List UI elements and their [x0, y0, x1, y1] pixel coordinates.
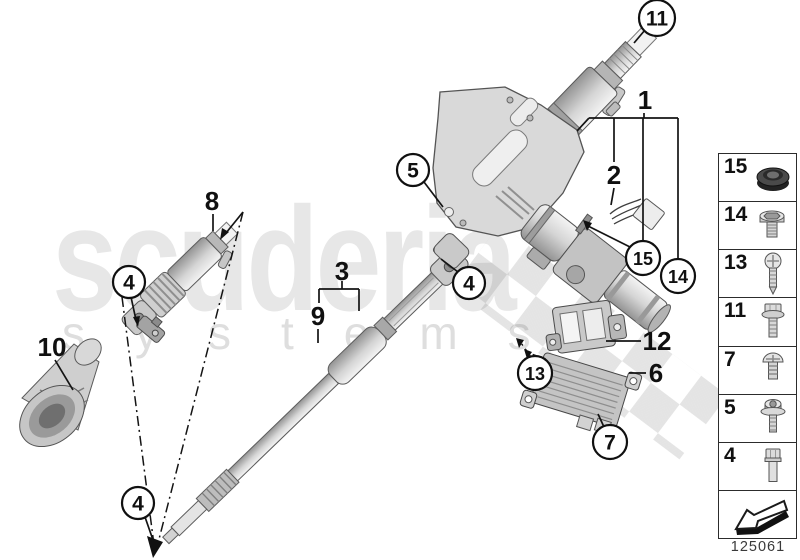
svg-text:4: 4 [132, 493, 144, 516]
clamp-upper-left [136, 315, 166, 343]
legend-number: 11 [724, 299, 747, 323]
grommet-icon [756, 167, 790, 191]
legend-item-15[interactable]: 15 [719, 154, 796, 201]
callout-15[interactable]: 15 [624, 239, 662, 277]
motor-connector [574, 198, 665, 235]
svg-text:14: 14 [668, 267, 688, 287]
callout-4-upper-left[interactable]: 4 [111, 264, 147, 300]
svg-text:13: 13 [525, 364, 545, 384]
fasteners-legend: 15 14 13 [718, 153, 797, 539]
legend-number: 14 [724, 203, 748, 227]
callout-11[interactable]: 11 [637, 0, 677, 38]
callout-4-shaft-end[interactable]: 4 [120, 485, 156, 521]
svg-text:11: 11 [646, 8, 669, 31]
column-boot-part [19, 338, 102, 448]
flange-bolt-icon [761, 303, 785, 338]
callout-4-column-joint[interactable]: 4 [451, 265, 487, 301]
legend-item-11[interactable]: 11 [719, 297, 796, 345]
legend-item-13[interactable]: 13 [719, 249, 796, 297]
callout-7[interactable]: 7 [591, 423, 629, 461]
callout-5[interactable]: 5 [395, 152, 431, 188]
holder-bracket [545, 299, 627, 354]
washer-screw-icon [760, 399, 786, 433]
lower-steering-shaft [162, 247, 469, 545]
legend-number: 15 [724, 155, 748, 178]
svg-text:7: 7 [604, 432, 616, 455]
label-1[interactable]: 1 [638, 85, 652, 115]
direction-arrow-icon [734, 500, 789, 536]
svg-text:5: 5 [407, 160, 419, 183]
direction-arrow-cell[interactable] [719, 489, 796, 538]
diagram-code: 125061 [730, 539, 786, 555]
svg-text:4: 4 [463, 273, 475, 296]
hex-bolt-icon [764, 448, 782, 483]
svg-text:4: 4 [123, 272, 135, 295]
legend-number: 13 [724, 251, 748, 275]
label-10[interactable]: 10 [38, 332, 67, 362]
legend-number: 4 [724, 443, 736, 467]
callout-14[interactable]: 14 [659, 257, 697, 295]
tapping-screw-icon [764, 252, 782, 295]
plug-screw-icon [759, 210, 785, 238]
legend-number: 5 [724, 395, 736, 419]
callout-13[interactable]: 13 [516, 354, 554, 392]
legend-item-4[interactable]: 4 [719, 441, 796, 490]
control-module [519, 352, 643, 435]
legend-item-7[interactable]: 7 [719, 345, 796, 394]
label-2[interactable]: 2 [607, 160, 621, 190]
label-12[interactable]: 12 [643, 326, 672, 356]
label-3[interactable]: 3 [335, 256, 349, 286]
svg-text:15: 15 [633, 249, 653, 269]
label-8[interactable]: 8 [205, 186, 219, 216]
legend-item-14[interactable]: 14 [719, 201, 796, 249]
legend-item-5[interactable]: 5 [719, 393, 796, 442]
pan-head-screw-icon [762, 352, 784, 380]
legend-number: 7 [724, 347, 736, 371]
label-6[interactable]: 6 [649, 358, 663, 388]
adjustment-motor [520, 204, 671, 333]
label-9[interactable]: 9 [311, 301, 325, 331]
